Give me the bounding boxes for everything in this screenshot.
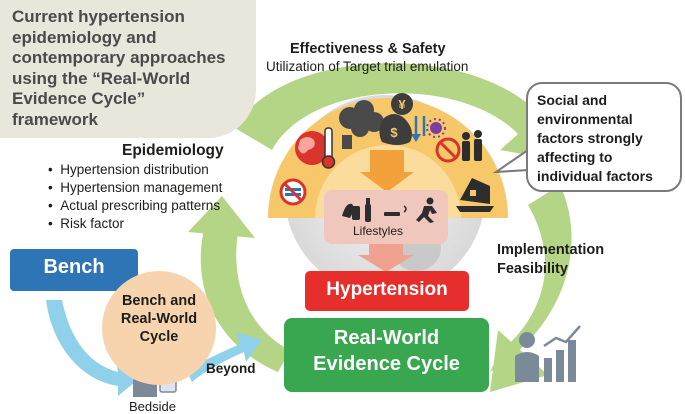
real-world-cycle-label: Real-World Evidence Cycle bbox=[313, 327, 460, 375]
bench-real-world-circle bbox=[102, 271, 216, 385]
globe-thermometer-icon bbox=[295, 127, 336, 169]
diagram-title: Current hypertension epidemiology and co… bbox=[12, 7, 226, 129]
list-item: • Actual prescribing patterns bbox=[48, 198, 221, 213]
title-box bbox=[0, 0, 256, 138]
list-item: • Hypertension management bbox=[48, 180, 223, 195]
hypertension-box bbox=[305, 271, 469, 311]
effectiveness-subtitle: Utilization of Target trial emulation bbox=[266, 59, 469, 74]
bench-label: Bench bbox=[43, 256, 105, 278]
money-bag-icon: ¥ $ bbox=[379, 93, 426, 145]
list-item: • Risk factor bbox=[48, 216, 124, 231]
real-world-cycle-box bbox=[284, 318, 489, 392]
food-drink-smoke-exercise-icons bbox=[342, 197, 437, 223]
svg-text:$: $ bbox=[390, 125, 398, 140]
list-item: • Hypertension distribution bbox=[48, 162, 209, 177]
lifestyles-box bbox=[324, 190, 448, 244]
lifestyles-label: Lifestyles bbox=[353, 224, 404, 238]
implementation-feasibility-label: Implementation Feasibility bbox=[497, 242, 605, 277]
beyond-label: Beyond bbox=[206, 361, 256, 376]
lifestyle-arrow bbox=[358, 244, 414, 272]
bench-box bbox=[10, 249, 138, 291]
no-salt-icon bbox=[279, 178, 307, 206]
effectiveness-title: Effectiveness & Safety bbox=[290, 41, 446, 57]
hypertension-label: Hypertension bbox=[326, 279, 448, 300]
smoke-cloud-icon bbox=[339, 100, 384, 149]
social-factors-text: Social and environmental factors strongl… bbox=[537, 92, 653, 184]
no-people-icon bbox=[435, 130, 482, 163]
epidemiology-list: • Hypertension distribution • Hypertensi… bbox=[48, 161, 222, 233]
bench-arrows bbox=[46, 300, 262, 396]
bubble-pointer bbox=[492, 148, 529, 174]
epidemiology-title: Epidemiology bbox=[122, 142, 224, 159]
social-factors-bubble bbox=[526, 82, 682, 192]
bench-real-world-label: Bench and Real-World Cycle bbox=[120, 293, 198, 345]
collapsed-house-icon bbox=[456, 178, 494, 212]
svg-text:¥: ¥ bbox=[398, 97, 406, 112]
bedside-label: Bedside bbox=[129, 399, 176, 414]
analyst-chart-icon bbox=[515, 325, 581, 382]
virus-icon bbox=[426, 118, 446, 138]
down-arrow bbox=[360, 150, 414, 192]
